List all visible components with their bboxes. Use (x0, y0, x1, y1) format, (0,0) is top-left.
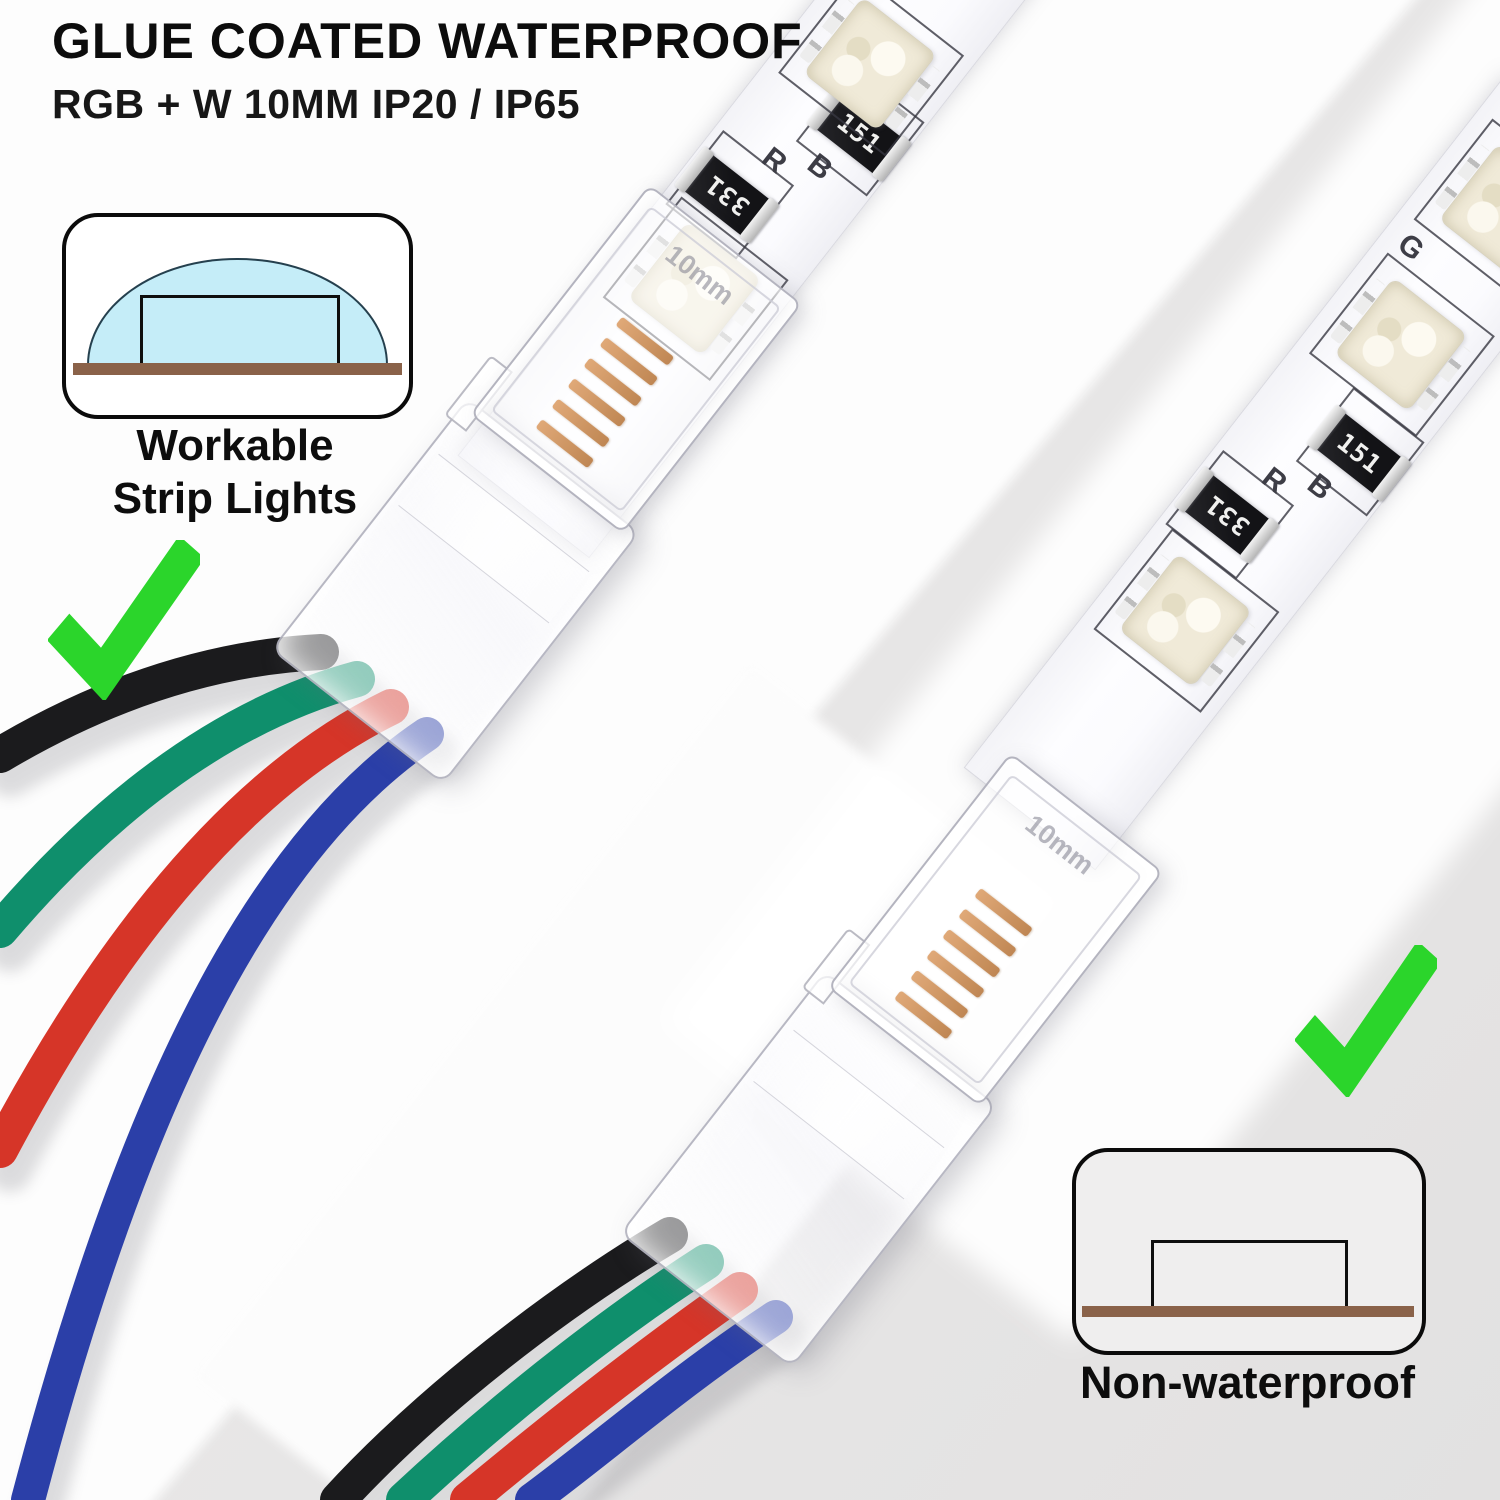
check-icon (48, 540, 200, 700)
check-stroke (48, 540, 200, 700)
page-subtitle: RGB + W 10MM IP20 / IP65 (52, 81, 581, 127)
wire-red-2 (450, 1272, 758, 1500)
non-waterproof-label: Non-waterproof (1080, 1357, 1415, 1408)
page-title: GLUE COATED WATERPROOF (52, 13, 803, 69)
workable-strip-lights-label: Workable Strip Lights (30, 420, 440, 526)
strip-body-outline (1151, 1240, 1348, 1312)
strip-body-outline (140, 295, 340, 369)
waterproof-strip-cross-section-icon (62, 213, 413, 419)
check-icon (1295, 945, 1437, 1097)
mounting-surface-bar (1082, 1306, 1414, 1317)
mounting-surface-bar (73, 363, 402, 375)
wire-green-1 (0, 661, 375, 948)
wire-black-2 (320, 1217, 688, 1500)
workable-label-line2: Strip Lights (112, 473, 358, 523)
check-stroke (1295, 945, 1437, 1097)
workable-label-line1: Workable (136, 421, 334, 470)
wire-blue-2 (515, 1300, 793, 1500)
non-waterproof-strip-cross-section-icon (1072, 1148, 1426, 1355)
wire-green-2 (386, 1244, 724, 1500)
wire-red-1 (0, 689, 409, 1168)
wire-blue-1 (11, 717, 444, 1500)
